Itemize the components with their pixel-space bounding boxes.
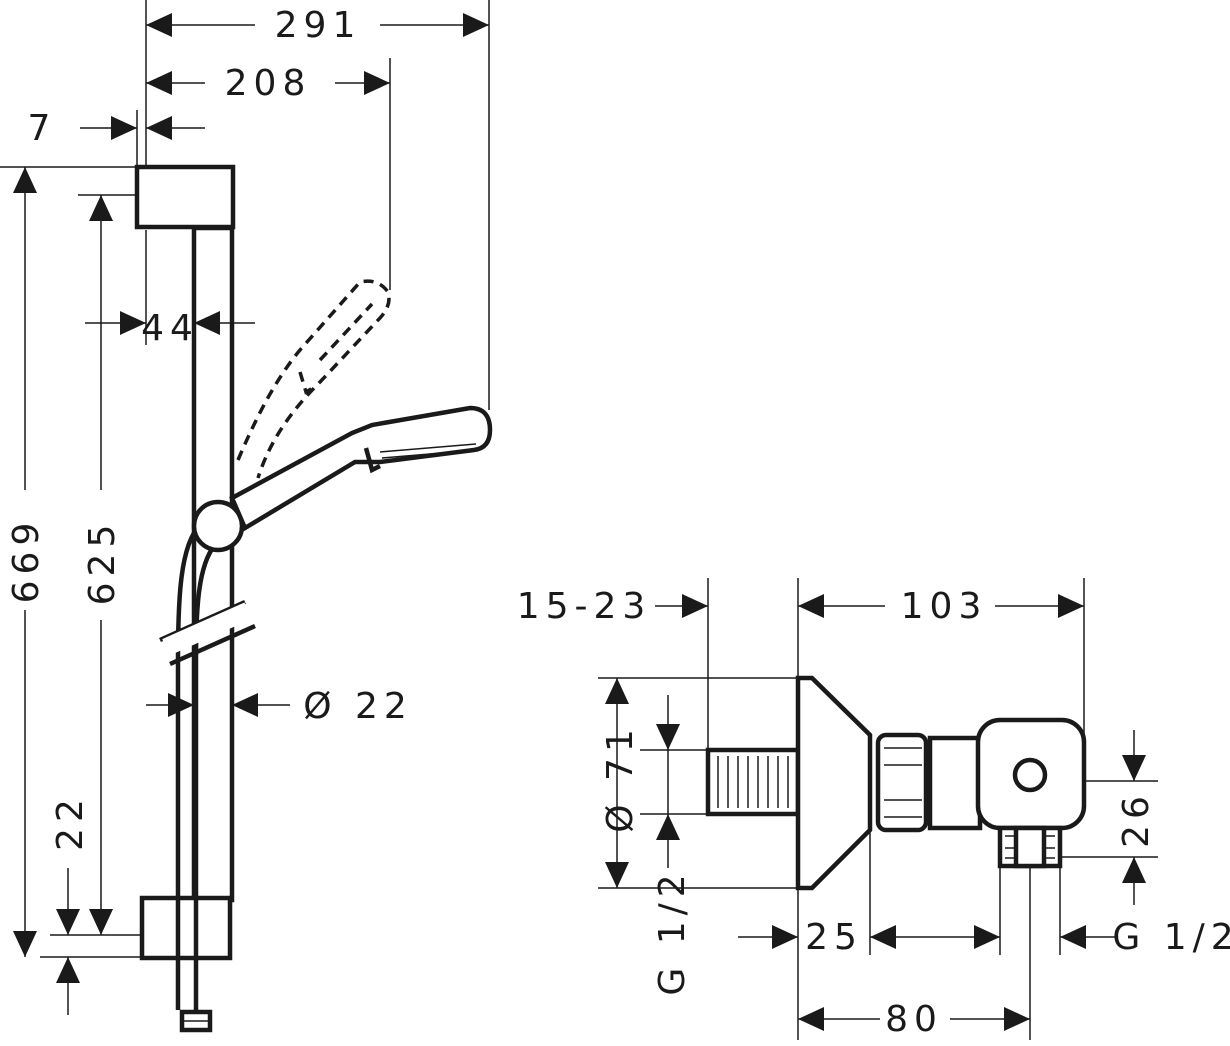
dimension-208-label: 208: [225, 63, 312, 104]
top-wall-bracket: [134, 164, 236, 230]
dimension-625-label: 625: [82, 519, 123, 606]
dimension-rail-diameter-label: Ø 22: [303, 686, 413, 727]
dimension-103-label: 103: [901, 586, 988, 627]
dimension-15-23-label: 15-23: [517, 586, 652, 627]
dimension-flange-diameter-label: Ø 71: [600, 723, 641, 833]
dimension-26-label: 26: [1116, 790, 1157, 848]
dimension-26: 26: [1116, 730, 1157, 905]
dimension-inlet-thread-label: G 1/2: [652, 868, 693, 995]
dimension-15-23: 15-23: [517, 586, 885, 627]
shower-rail-set: 291 208 7 669: [0, 0, 493, 1033]
dimension-625: 625: [82, 195, 123, 935]
outlet-body: [975, 717, 1087, 831]
dimension-rail-diameter: Ø 22: [168, 686, 413, 727]
dimension-outlet-thread: G 1/2: [870, 917, 1230, 958]
dimension-flange-diameter: Ø 71: [600, 678, 641, 888]
dimension-669-label: 669: [6, 517, 47, 604]
dimension-outlet-thread-label: G 1/2: [1112, 917, 1230, 958]
dimension-25-label: 25: [805, 917, 863, 958]
wall-outlet: 15-23 103 Ø 71 G 1/2 25: [517, 578, 1230, 1040]
dimension-80: 80: [798, 999, 1030, 1040]
dimension-44: 44: [85, 308, 255, 349]
dimension-inlet-thread: G 1/2: [652, 695, 693, 996]
dimension-669: 669: [6, 167, 47, 957]
hand-shower-alternate-position: [236, 279, 391, 479]
bottom-wall-bracket: [139, 895, 233, 961]
wall-flange: [795, 675, 873, 891]
hex-nut: [875, 732, 929, 833]
dimension-291-label: 291: [275, 5, 362, 46]
break-mark: [159, 599, 256, 667]
dimension-80-label: 80: [885, 999, 943, 1040]
threaded-inlet: [705, 747, 801, 817]
bottom-outlet-connector: [997, 825, 1063, 869]
dimension-22-label: 22: [50, 793, 91, 851]
dimension-103: 103: [901, 586, 1084, 627]
dimension-7-label: 7: [28, 108, 57, 149]
connector-neck: [927, 735, 983, 831]
dimension-208: 208: [146, 63, 390, 104]
hand-shower: [229, 405, 493, 532]
dimension-44-label: 44: [141, 308, 199, 349]
dimension-7: 7: [28, 108, 205, 149]
dimension-22: 22: [50, 793, 91, 1015]
dimension-291: 291: [146, 5, 489, 46]
